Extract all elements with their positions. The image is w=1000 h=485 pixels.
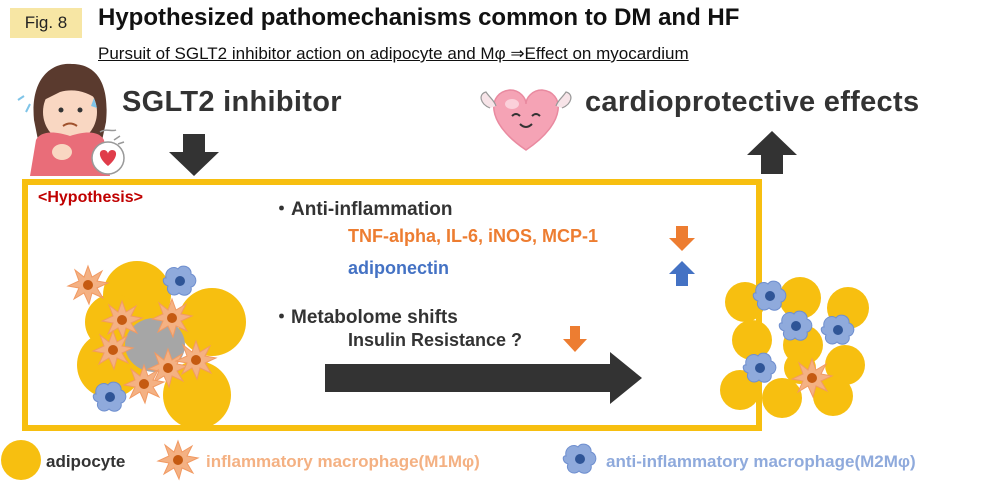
- legend-m2-label: anti-inflammatory macrophage(M2Mφ): [606, 452, 916, 471]
- heart-illustration: [480, 89, 572, 151]
- up-arrow-cardio: [747, 131, 797, 174]
- anti-inflammation-bullet: ・Anti-inflammation: [272, 199, 453, 220]
- main-title: Hypothesized pathomechanisms common to D…: [98, 4, 740, 31]
- down-arrow-sglt2: [169, 134, 219, 176]
- down-arrow-cytokines: [669, 226, 695, 251]
- hypothesis-label: <Hypothesis>: [38, 189, 143, 206]
- up-arrow-adiponectin: [669, 261, 695, 286]
- patient-illustration: [17, 63, 125, 176]
- metabolome-bullet: ・Metabolome shifts: [272, 307, 458, 328]
- transition-arrow: [325, 352, 642, 404]
- inflamed-adipose-cluster: [67, 261, 246, 429]
- adiponectin-label: adiponectin: [348, 258, 450, 278]
- legend-m1-icon: [157, 440, 199, 480]
- down-arrow-insulin: [563, 326, 587, 352]
- healthy-adipose-cluster: [720, 277, 869, 418]
- cytokine-list: TNF-alpha, IL-6, iNOS, MCP-1: [348, 226, 599, 246]
- legend-adipocyte-icon: [1, 440, 41, 480]
- legend-m2-icon: [562, 443, 597, 474]
- insulin-resistance-label: Insulin Resistance ?: [348, 330, 523, 350]
- cardioprotective-label: cardioprotective effects: [585, 86, 920, 118]
- legend-m1-label: inflammatory macrophage(M1Mφ): [206, 452, 480, 471]
- subtitle: Pursuit of SGLT2 inhibitor action on adi…: [98, 44, 689, 63]
- legend-adipocyte-label: adipocyte: [46, 452, 126, 471]
- sglt2-inhibitor-label: SGLT2 inhibitor: [122, 86, 342, 118]
- figure-label: Fig. 8: [10, 8, 82, 38]
